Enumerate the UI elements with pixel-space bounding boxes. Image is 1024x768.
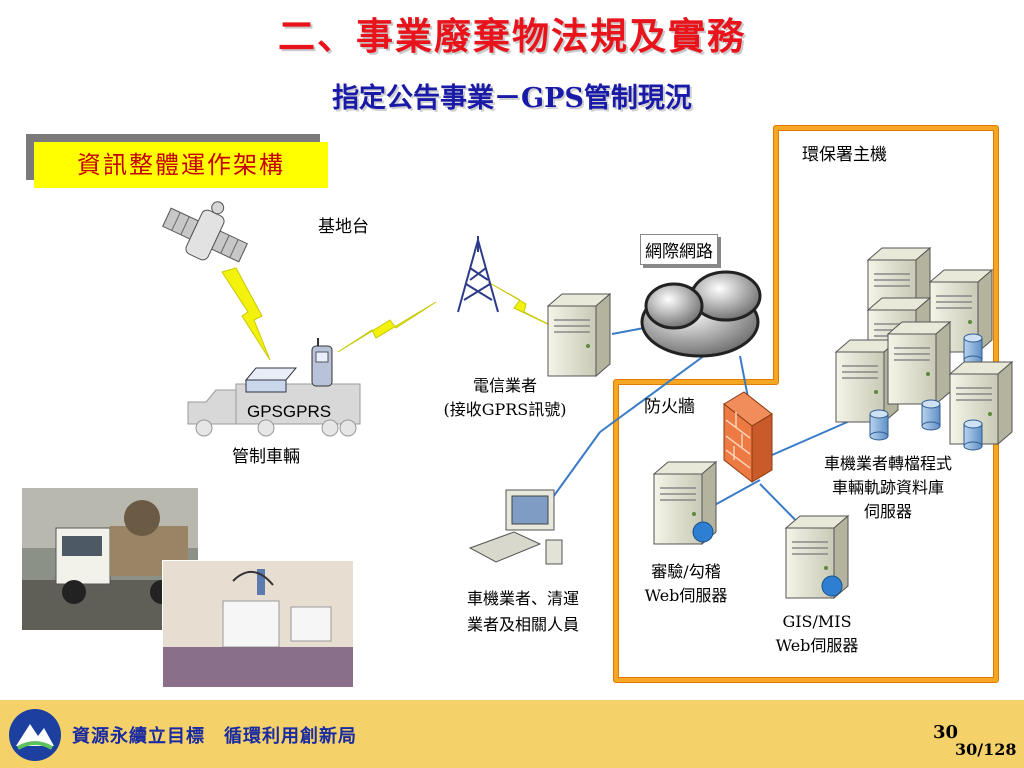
slide-title: 二、事業廢棄物法規及實務: [278, 14, 746, 58]
server-icon: [547, 293, 611, 377]
controlled-vehicle-label: 管制車輛: [232, 447, 300, 467]
footer-bar: [0, 700, 1024, 768]
desktop-computer-icon: [468, 489, 563, 565]
footer-org-name: 資源永續立目標 循環利用創新局: [72, 726, 357, 747]
database-icon: [963, 333, 983, 365]
page-number: 30: [933, 722, 959, 743]
audit-server-label: 審驗/勾稽 Web伺服器: [626, 560, 746, 608]
users-label-line2: 業者及相關人員: [466, 615, 579, 634]
epa-host-label: 環保署主機: [802, 145, 887, 165]
audit-label-line1: 審驗/勾稽: [651, 562, 721, 581]
telecom-label-line1: 電信業者: [472, 376, 537, 395]
telecom-label-line2: (接收GPRS訊號): [443, 400, 567, 419]
gis-server-label: GIS/MIS Web伺服器: [752, 610, 882, 658]
antenna-tower-icon: [457, 236, 499, 313]
satellite-icon: [162, 201, 248, 263]
database-icon: [921, 399, 941, 431]
cloud-icon: [640, 270, 762, 358]
server-icon: [887, 321, 951, 405]
telecom-label: 電信業者 (接收GPRS訊號): [420, 372, 590, 420]
converter-label-line2: 車輛軌跡資料庫: [831, 478, 944, 497]
gprs-label: GPRS: [282, 402, 332, 421]
gis-label-line2: Web伺服器: [775, 636, 859, 655]
gps-device-icon: [244, 367, 298, 393]
architecture-diagram: [162, 125, 1013, 683]
slide-subtitle: 指定公告事業－GPS管制現況: [332, 83, 692, 114]
mobile-phone-icon: [311, 338, 333, 387]
secure-zone-frame: [614, 126, 998, 682]
users-label: 車機業者、清運 業者及相關人員: [438, 586, 608, 638]
users-label-line1: 車機業者、清運: [466, 589, 579, 608]
gis-label-line1: GIS/MIS: [782, 612, 852, 631]
lightning-bolt-icon: [487, 281, 557, 329]
lightning-bolt-icon: [221, 267, 271, 361]
internet-label: 網際網路: [640, 234, 718, 265]
gps-label: GPS: [247, 402, 283, 421]
audit-label-line2: Web伺服器: [644, 586, 728, 605]
firewall-icon: [723, 391, 773, 484]
firewall-label: 防火牆: [644, 397, 695, 417]
device-photo: [162, 560, 354, 688]
globe-icon: [692, 521, 714, 543]
database-server-cluster: [835, 247, 1013, 451]
globe-icon: [821, 575, 843, 597]
converter-label-line3: 伺服器: [863, 502, 912, 521]
database-icon: [963, 419, 983, 451]
base-station-label: 基地台: [318, 217, 369, 237]
logo-icon: [9, 709, 61, 761]
converter-server-label: 車機業者轉檔程式 車輛軌跡資料庫 伺服器: [790, 452, 986, 524]
page-total: 30/128: [955, 740, 1017, 759]
lightning-bolt-icon: [337, 301, 437, 353]
section-tag: 資訊整體運作架構: [34, 142, 328, 188]
gps-gprs-label: GPSGPRS: [247, 402, 331, 422]
database-icon: [869, 409, 889, 441]
converter-label-line1: 車機業者轉檔程式: [823, 454, 952, 473]
